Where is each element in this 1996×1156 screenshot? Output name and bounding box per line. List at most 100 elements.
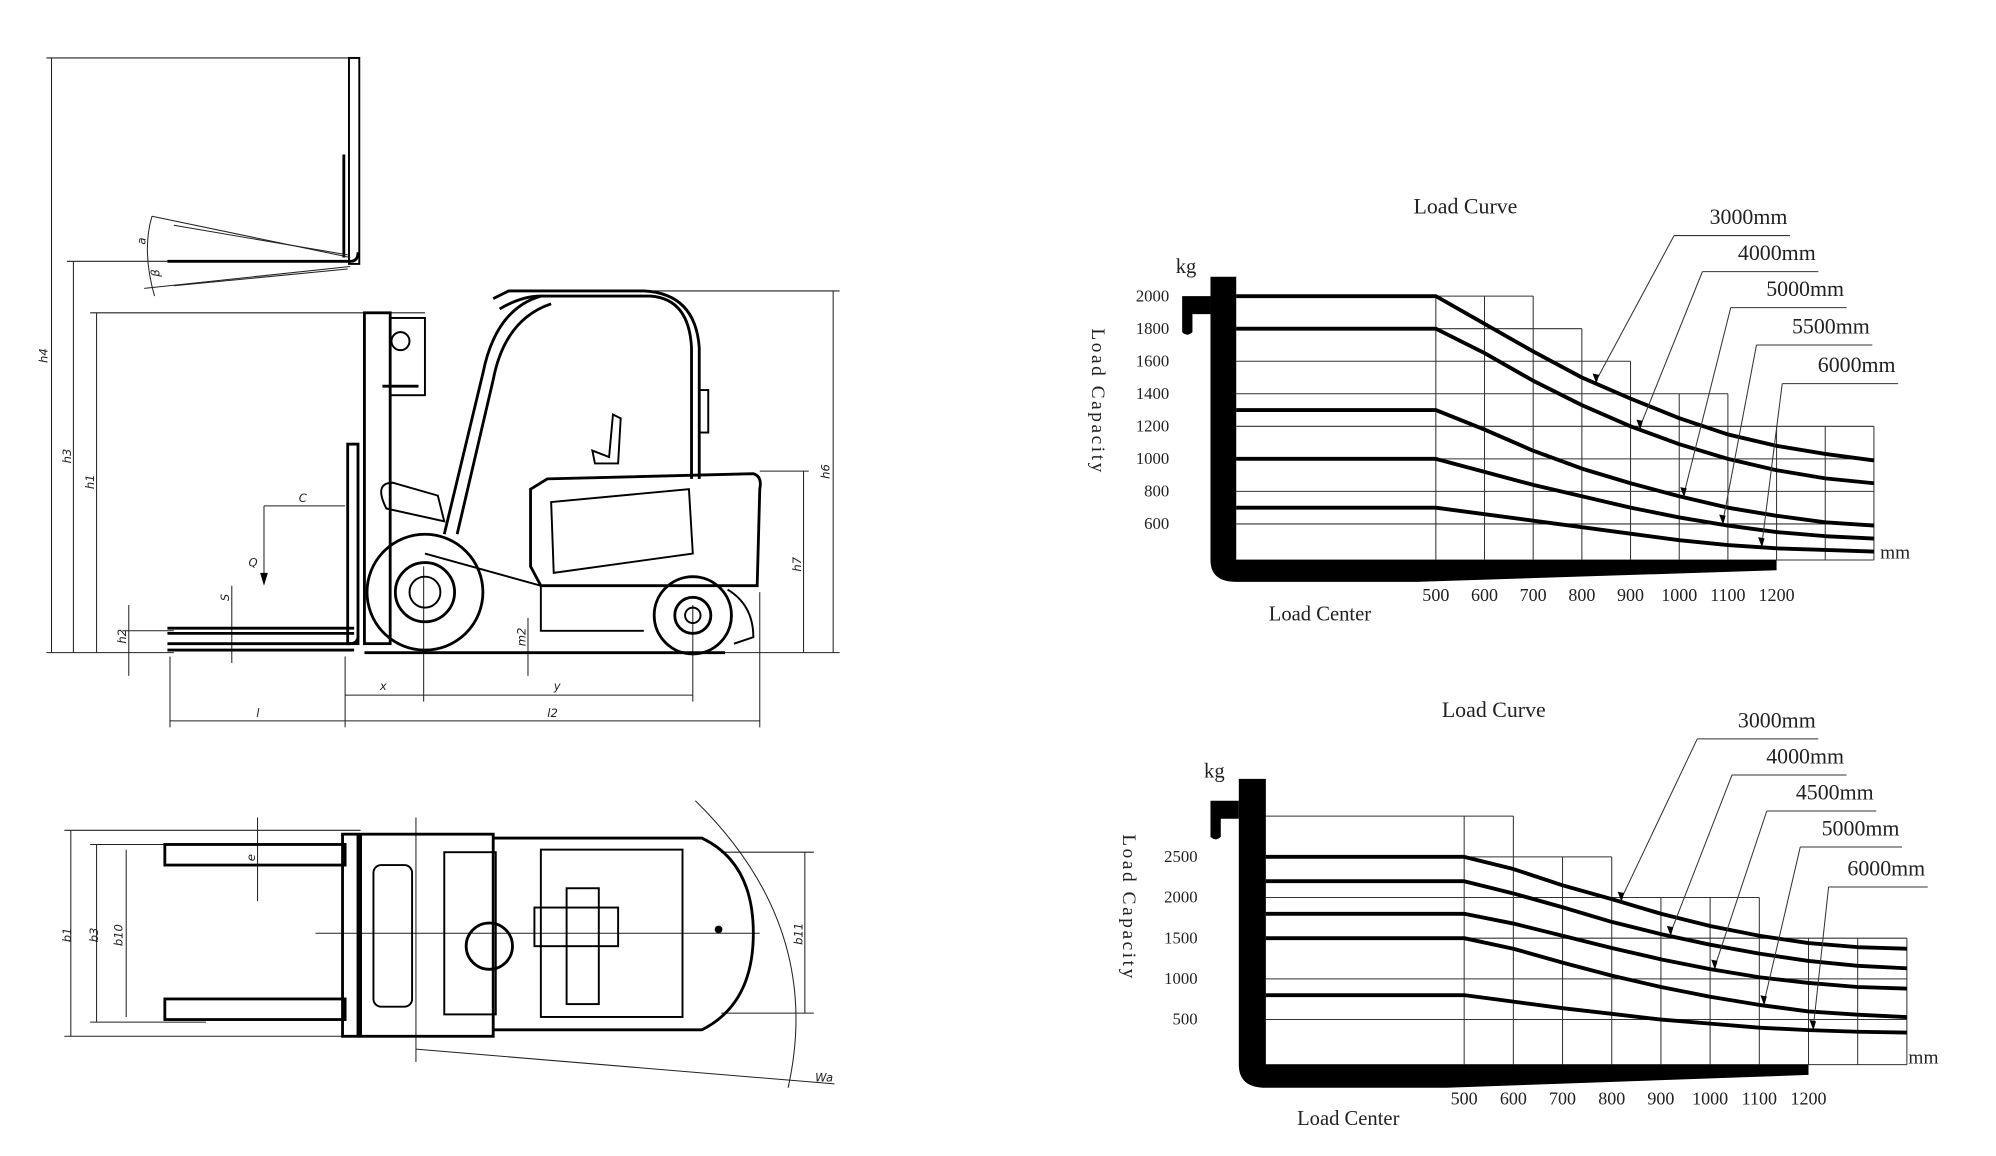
x-unit-label: mm (1880, 543, 1910, 564)
arrow-icon (1592, 373, 1600, 384)
chart-title: Load Curve (1442, 698, 1546, 722)
load-curve-chart-2: 3000mm4000mm4500mm5000mm6000mm5001000150… (1118, 698, 1939, 1130)
y-unit-label: kg (1176, 256, 1197, 278)
c-label: C (299, 491, 308, 505)
right-fork (163, 997, 347, 1021)
x-tick-label: 800 (1598, 1089, 1625, 1109)
legend-label: 3000mm (1710, 205, 1788, 229)
x-tick-label: 1200 (1790, 1089, 1826, 1109)
arrow-icon (1758, 537, 1765, 548)
load-curve-5500mm (1236, 456, 1875, 541)
front-wheel (365, 532, 485, 652)
y-tick-label: 2500 (1164, 847, 1197, 866)
m2-label: m2 (514, 628, 528, 647)
y-tick-label: 1800 (1136, 319, 1169, 338)
y-tick-label: 1600 (1136, 351, 1169, 370)
b1-label: b1 (60, 928, 74, 943)
y-label: y (553, 679, 561, 693)
fork-shape (1238, 778, 1809, 1088)
q-label: Q (249, 555, 258, 569)
rear-wheel (652, 575, 733, 656)
arrow-icon (1719, 514, 1726, 525)
x-tick-label: 800 (1568, 585, 1595, 605)
arrow-icon (1617, 891, 1625, 903)
legend-label: 5000mm (1766, 277, 1844, 301)
load-curve-5000mm (1265, 936, 1907, 1020)
arrow-icon (1760, 995, 1767, 1006)
y-tick-label: 1400 (1136, 384, 1169, 403)
legend-leader (1670, 774, 1733, 933)
legend-leader (1714, 810, 1768, 967)
arrow-icon (1666, 925, 1674, 937)
legend-leader (1812, 886, 1830, 1027)
load-curve-chart-1: 3000mm4000mm5000mm5500mm6000mm6008001000… (1087, 195, 1910, 626)
y-unit-label: kg (1204, 761, 1225, 783)
y-tick-label: 1500 (1164, 928, 1197, 947)
b3-label: b3 (87, 928, 101, 943)
y-tick-label: 1000 (1136, 449, 1169, 468)
load-curve-4000mm (1265, 879, 1907, 971)
x-tick-label: 900 (1617, 585, 1644, 605)
h7-label: h7 (790, 556, 804, 571)
h2-label: h2 (115, 629, 129, 644)
forklift-side-view: h4 h3 h1 h2 S C Q a β x y l l2 m2 h6 h7 (37, 56, 840, 728)
wa-label: Wa (815, 1070, 833, 1084)
x-tick-label: 1100 (1710, 585, 1745, 605)
x-tick-label: 500 (1451, 1089, 1478, 1109)
legend-leader (1683, 307, 1732, 494)
y-tick-label: 800 (1144, 482, 1169, 501)
left-fork (163, 843, 347, 867)
arrow-icon (1809, 1019, 1816, 1031)
height-dimension-lines (46, 57, 840, 728)
y-axis-title: Load Capacity (1118, 834, 1139, 981)
legend-leader (1763, 846, 1801, 1002)
x-axis-title: Load Center (1297, 1108, 1400, 1130)
x-tick-label: 700 (1520, 585, 1547, 605)
beta-label: β (149, 269, 163, 278)
x-tick-label: 1000 (1692, 1089, 1728, 1109)
legend-leader (1761, 383, 1783, 544)
fork-hook (1182, 296, 1211, 335)
mast (167, 311, 426, 652)
h3-label: h3 (60, 449, 74, 464)
x-tick-label: 1100 (1742, 1089, 1777, 1109)
legend-leader (1639, 271, 1703, 427)
fork-hook (1210, 800, 1239, 840)
l-label: l (256, 706, 260, 720)
legend-leader (1596, 235, 1675, 381)
y-tick-label: 500 (1173, 1010, 1198, 1029)
b11-label: b11 (791, 923, 805, 945)
load-curve-6000mm (1265, 993, 1907, 1035)
y-axis-title: Load Capacity (1087, 328, 1108, 475)
y-tick-label: 600 (1144, 514, 1169, 533)
s-label: S (218, 594, 232, 601)
x-tick-label: 1200 (1759, 585, 1795, 605)
load-curve-3000mm (1265, 854, 1907, 951)
legend-label: 5000mm (1822, 816, 1900, 840)
arrow-icon (1636, 419, 1643, 430)
x-tick-label: 1000 (1661, 585, 1697, 605)
truck-body (364, 289, 762, 655)
arrow-icon (1711, 959, 1718, 970)
h6-label: h6 (818, 464, 832, 479)
x-unit-label: mm (1908, 1047, 1938, 1068)
x-tick-label: 600 (1500, 1089, 1527, 1109)
forklift-top-view: b1 b3 b10 e b11 Wa (60, 800, 835, 1088)
chassis-top (341, 832, 755, 1038)
legend-leader (1722, 344, 1757, 521)
x-tick-label: 900 (1647, 1089, 1674, 1109)
h4-label: h4 (37, 348, 51, 363)
load-curve-5000mm (1236, 408, 1875, 528)
legend-label: 6000mm (1818, 353, 1896, 377)
y-tick-label: 1000 (1164, 969, 1197, 988)
x-tick-label: 500 (1422, 585, 1449, 605)
b10-label: b10 (111, 924, 125, 946)
y-tick-label: 2000 (1164, 888, 1197, 907)
load-curve-4000mm (1236, 326, 1875, 486)
l2-label: l2 (547, 706, 558, 720)
width-dimension-lines (64, 800, 835, 1088)
alpha-label: a (135, 237, 149, 244)
fork-shape (1210, 276, 1777, 582)
h1-label: h1 (83, 474, 97, 489)
